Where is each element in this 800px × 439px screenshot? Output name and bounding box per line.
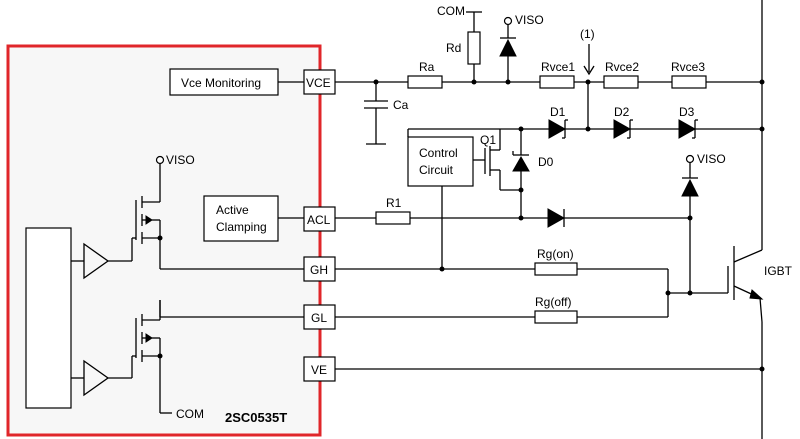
svg-text:Rvce3: Rvce3 <box>671 60 705 74</box>
svg-text:Rg(off): Rg(off) <box>535 295 571 309</box>
node-1-label: (1) <box>580 27 595 41</box>
resistor-ra <box>407 75 443 89</box>
resistor-rvce2 <box>603 75 639 89</box>
diode-viso-right <box>681 177 699 197</box>
vce-monitoring-label: Vce Monitoring <box>181 76 261 90</box>
svg-text:ACL: ACL <box>307 213 331 227</box>
viso-driver-label: VISO <box>166 153 195 167</box>
control-circuit-label-1: Control <box>419 146 458 160</box>
control-circuit-label-2: Circuit <box>419 163 454 177</box>
upper-mosfet <box>135 178 161 244</box>
svg-text:VCE: VCE <box>306 76 331 90</box>
resistor-rg-on <box>534 262 578 276</box>
svg-text:D1: D1 <box>550 105 566 119</box>
svg-text:Rg(on): Rg(on) <box>537 247 574 261</box>
pin-acl <box>303 206 336 232</box>
svg-text:D0: D0 <box>538 155 554 169</box>
pin-ve <box>303 356 336 382</box>
diode-d3 <box>678 119 698 139</box>
resistor-rvce3 <box>671 75 707 89</box>
diode-d2 <box>613 119 633 139</box>
lower-mosfet <box>135 314 161 362</box>
svg-text:GL: GL <box>311 311 327 325</box>
active-clamping-label-1: Active <box>216 203 249 217</box>
driver-name: 2SC0535T <box>225 410 287 425</box>
diode-d1 <box>548 119 568 139</box>
driver-logic-block <box>25 227 72 409</box>
active-clamping-label-2: Clamping <box>216 220 267 234</box>
diode-acl <box>547 208 566 228</box>
resistor-r1 <box>375 211 411 225</box>
diode-d0 <box>512 129 530 218</box>
pin-vce <box>303 69 336 95</box>
igbt <box>727 246 764 323</box>
control-circuit-block <box>407 136 474 187</box>
viso-right-label: VISO <box>697 152 726 166</box>
svg-text:Rvce2: Rvce2 <box>605 60 639 74</box>
svg-text:Rd: Rd <box>446 41 461 55</box>
svg-text:D3: D3 <box>679 105 695 119</box>
svg-text:R1: R1 <box>386 196 402 210</box>
svg-text:Ca: Ca <box>393 98 409 112</box>
svg-text:GH: GH <box>310 263 328 277</box>
viso-top-label: VISO <box>515 13 544 27</box>
resistor-rg-off <box>534 310 578 324</box>
active-clamping-block <box>203 195 279 242</box>
transistor-q1 <box>473 129 521 191</box>
pin-gl <box>303 304 336 330</box>
pin-gh <box>303 256 336 282</box>
vce-monitoring-block <box>169 68 279 96</box>
capacitor-ca <box>364 82 388 145</box>
viso-right-terminal <box>685 154 695 164</box>
svg-text:Ra: Ra <box>419 60 435 74</box>
svg-text:IGBT: IGBT <box>764 264 793 278</box>
svg-text:VE: VE <box>311 363 327 377</box>
svg-text:D2: D2 <box>614 105 630 119</box>
viso-driver-terminal <box>155 155 165 165</box>
diode-viso-top <box>499 37 517 57</box>
viso-top-terminal <box>503 16 513 26</box>
resistor-rvce1 <box>539 75 575 89</box>
svg-text:Rvce1: Rvce1 <box>541 60 575 74</box>
com-top-label: COM <box>437 4 465 18</box>
resistor-rd <box>467 31 481 65</box>
com-driver-label: COM <box>176 407 204 421</box>
svg-text:Q1: Q1 <box>480 133 496 147</box>
